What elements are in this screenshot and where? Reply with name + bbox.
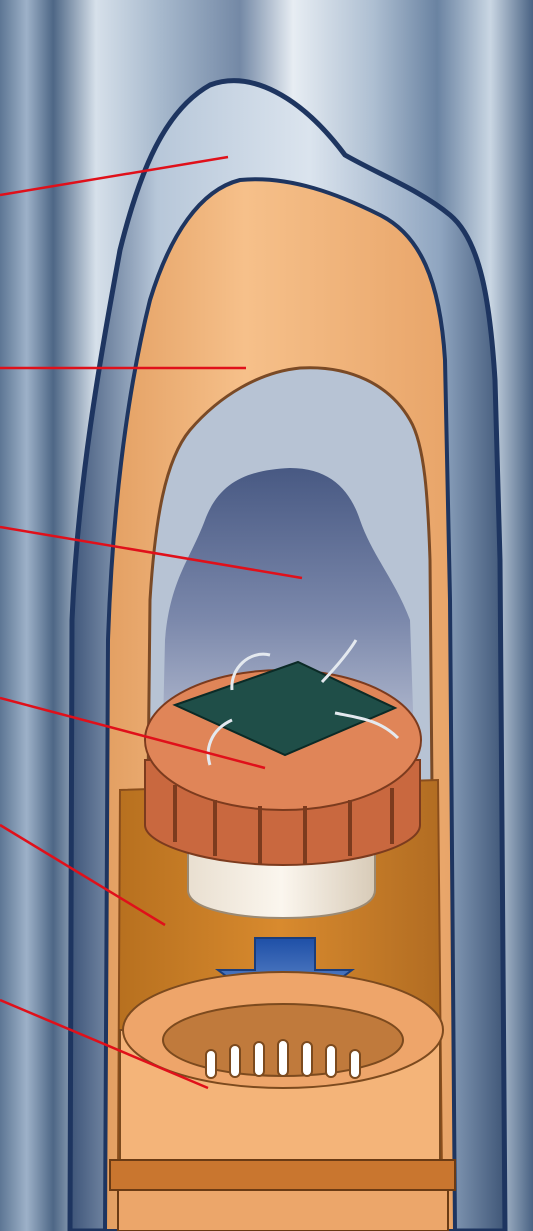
socket-base (110, 972, 455, 1231)
